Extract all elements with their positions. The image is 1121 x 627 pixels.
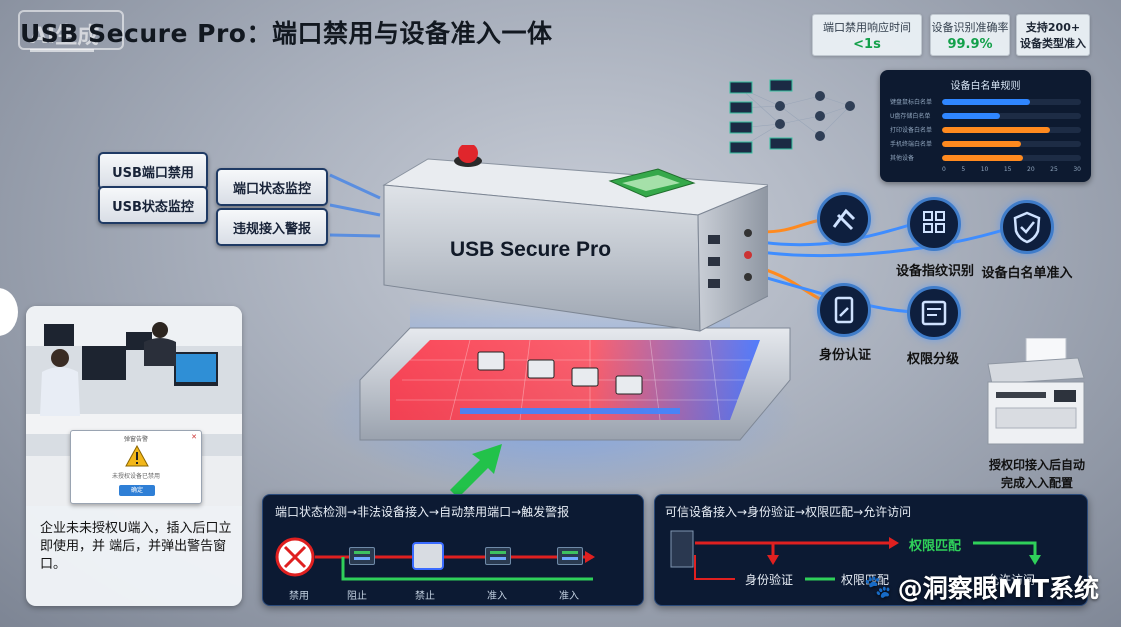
axis-tick-label: 5 <box>961 166 966 173</box>
printer-caption: 授权印接入后自动 完成入入配置 <box>970 456 1104 492</box>
label-usb-port-disable: USB端口禁用 <box>98 152 208 190</box>
ai-watermark: AI生成 <box>18 10 124 52</box>
whitelist-bar <box>942 112 1001 119</box>
office-caption: 企业未未授权U端入，插入后口立即使用，并 端后，并弹出警告窗口。 <box>40 521 232 572</box>
device-name: USB Secure Pro <box>450 238 612 261</box>
dialog-message: 未授权设备已禁用 <box>111 473 160 480</box>
stat-label: 端口禁用响应时间 <box>823 21 911 34</box>
whitelist-row-label: 其他设备 <box>890 155 915 162</box>
side-handle <box>0 288 18 336</box>
printer-caption-line1: 授权印接入后自动 <box>988 458 1085 472</box>
whitelist-rules-panel: 设备白名单规则 键盘鼠标白名单 U盘存储白名单打印设备白名单手机终端白名单其他设备… <box>880 70 1091 182</box>
step-match2-label: 权限匹配 <box>841 573 890 587</box>
whitelist-bar <box>942 98 1030 105</box>
paw-icon: 🐾 <box>864 574 892 600</box>
axis-tick-label: 30 <box>1073 166 1081 173</box>
up-arrow-icon <box>450 444 502 498</box>
axis-tick-label: 25 <box>1050 166 1058 173</box>
usb-device-icon <box>557 547 583 565</box>
flow-left-heading: 端口状态检测→非法设备接入→自动禁用端口→触发警报 <box>275 505 570 519</box>
flow-left-label: 禁用 <box>289 591 309 602</box>
alert-dialog: 弹窗告警 ✕ 未授权设备已禁用 确定 <box>70 430 202 504</box>
stat-label: 设备识别准确率 <box>931 21 1009 34</box>
feature-fingerprint-icon <box>817 192 871 246</box>
step-allow-label: 允许访问 <box>987 573 1036 587</box>
stat-value: <1s <box>853 37 881 52</box>
close-icon[interactable]: ✕ <box>191 433 197 441</box>
stat-line2: 设备类型准入 <box>1020 37 1086 50</box>
label-usb-status-monitor: USB状态监控 <box>98 186 208 224</box>
brand-watermark: 🐾 @洞察眼MIT系统 <box>864 569 1099 605</box>
whitelist-row: U盘存储白名单 <box>890 111 1081 120</box>
flow-left-label: 阻止 <box>347 591 367 602</box>
flow-left-label: 准入 <box>487 591 507 602</box>
feature-fingerprint-id-icon <box>907 197 961 251</box>
whitelist-track <box>942 154 1081 161</box>
printer-caption-line2: 完成入入配置 <box>1000 476 1073 490</box>
usb-secure-pro-device <box>382 145 768 332</box>
whitelist-row: 键盘鼠标白名单 <box>890 97 1081 106</box>
flow-right-lines <box>670 530 1041 581</box>
flow-trusted-device: 可信设备接入→身份验证→权限匹配→允许访问 权限匹配 身份验证 权限匹配 允许访… <box>654 494 1088 606</box>
feature-label-fingerprint: 设备指纹识别 <box>896 264 975 279</box>
step-match-label: 权限匹配 <box>909 539 962 554</box>
axis-tick-label: 10 <box>980 166 989 173</box>
whitelist-row-label: 键盘鼠标白名单 <box>890 99 933 106</box>
office-scene-card: 弹窗告警 ✕ 未授权设备已禁用 确定 企业未未授权U端入，插入后口立即使用，并 … <box>26 306 242 606</box>
page-title: USB Secure Pro：端口禁用与设备准入一体 <box>20 19 553 48</box>
flow-left-lines <box>275 537 595 581</box>
axis-tick-label: 0 <box>942 166 946 173</box>
stat-response-time: 端口禁用响应时间 <1s <box>812 14 922 56</box>
whitelist-row: 手机终端白名单 <box>890 139 1081 148</box>
label-port-status-monitor: 端口状态监控 <box>216 168 328 206</box>
whitelist-bar <box>942 126 1051 133</box>
whitelist-row-label: U盘存储白名单 <box>890 113 931 120</box>
warning-icon <box>125 445 149 467</box>
feature-label-identity: 身份认证 <box>818 348 871 363</box>
step-auth-label: 身份验证 <box>745 573 794 587</box>
usb-device-icon <box>349 547 375 565</box>
panel-title: 设备白名单规则 <box>950 81 1021 92</box>
whitelist-bar <box>942 140 1022 147</box>
feature-identity-icon <box>817 283 871 337</box>
stat-line1: 支持200+ <box>1025 21 1081 34</box>
flow-illegal-device: 端口状态检测→非法设备接入→自动禁用端口→触发警报 禁用 阻止 禁止 准入 准入 <box>262 494 644 606</box>
usb-device-icon <box>485 547 511 565</box>
whitelist-row-label: 打印设备白名单 <box>890 127 933 134</box>
whitelist-track <box>942 126 1081 133</box>
dialog-ok-button[interactable]: 确定 <box>119 485 155 496</box>
whitelist-track <box>942 98 1081 105</box>
flow-left-label: 准入 <box>559 591 579 602</box>
feature-permission-icon <box>907 286 961 340</box>
stat-accuracy: 设备识别准确率 99.9% <box>930 14 1010 56</box>
whitelist-row: 打印设备白名单 <box>890 125 1081 134</box>
whitelist-row-label: 手机终端白名单 <box>890 141 933 148</box>
whitelist-track <box>942 112 1081 119</box>
flow-left-label: 禁止 <box>415 591 435 602</box>
feature-label-permission: 权限分级 <box>906 352 959 367</box>
axis-tick-label: 15 <box>1003 166 1012 173</box>
stat-device-types: 支持200+ 设备类型准入 <box>1016 14 1090 56</box>
whitelist-row: 其他设备 <box>890 153 1081 162</box>
whitelist-track <box>942 140 1081 147</box>
whitelist-bar <box>942 154 1023 161</box>
label-violation-alert: 违规接入警报 <box>216 208 328 246</box>
flow-right-heading: 可信设备接入→身份验证→权限匹配→允许访问 <box>665 505 912 519</box>
network-diagram <box>729 79 855 154</box>
printer-icon <box>987 338 1085 445</box>
feature-shield-icon <box>1000 200 1054 254</box>
feature-label-whitelist: 设备白名单准入 <box>981 266 1073 281</box>
axis-tick-label: 20 <box>1027 166 1035 173</box>
dialog-title: 弹窗告警 <box>123 436 148 443</box>
stat-value: 99.9% <box>947 37 993 52</box>
watermark-text: @洞察眼MIT系统 <box>897 574 1099 603</box>
